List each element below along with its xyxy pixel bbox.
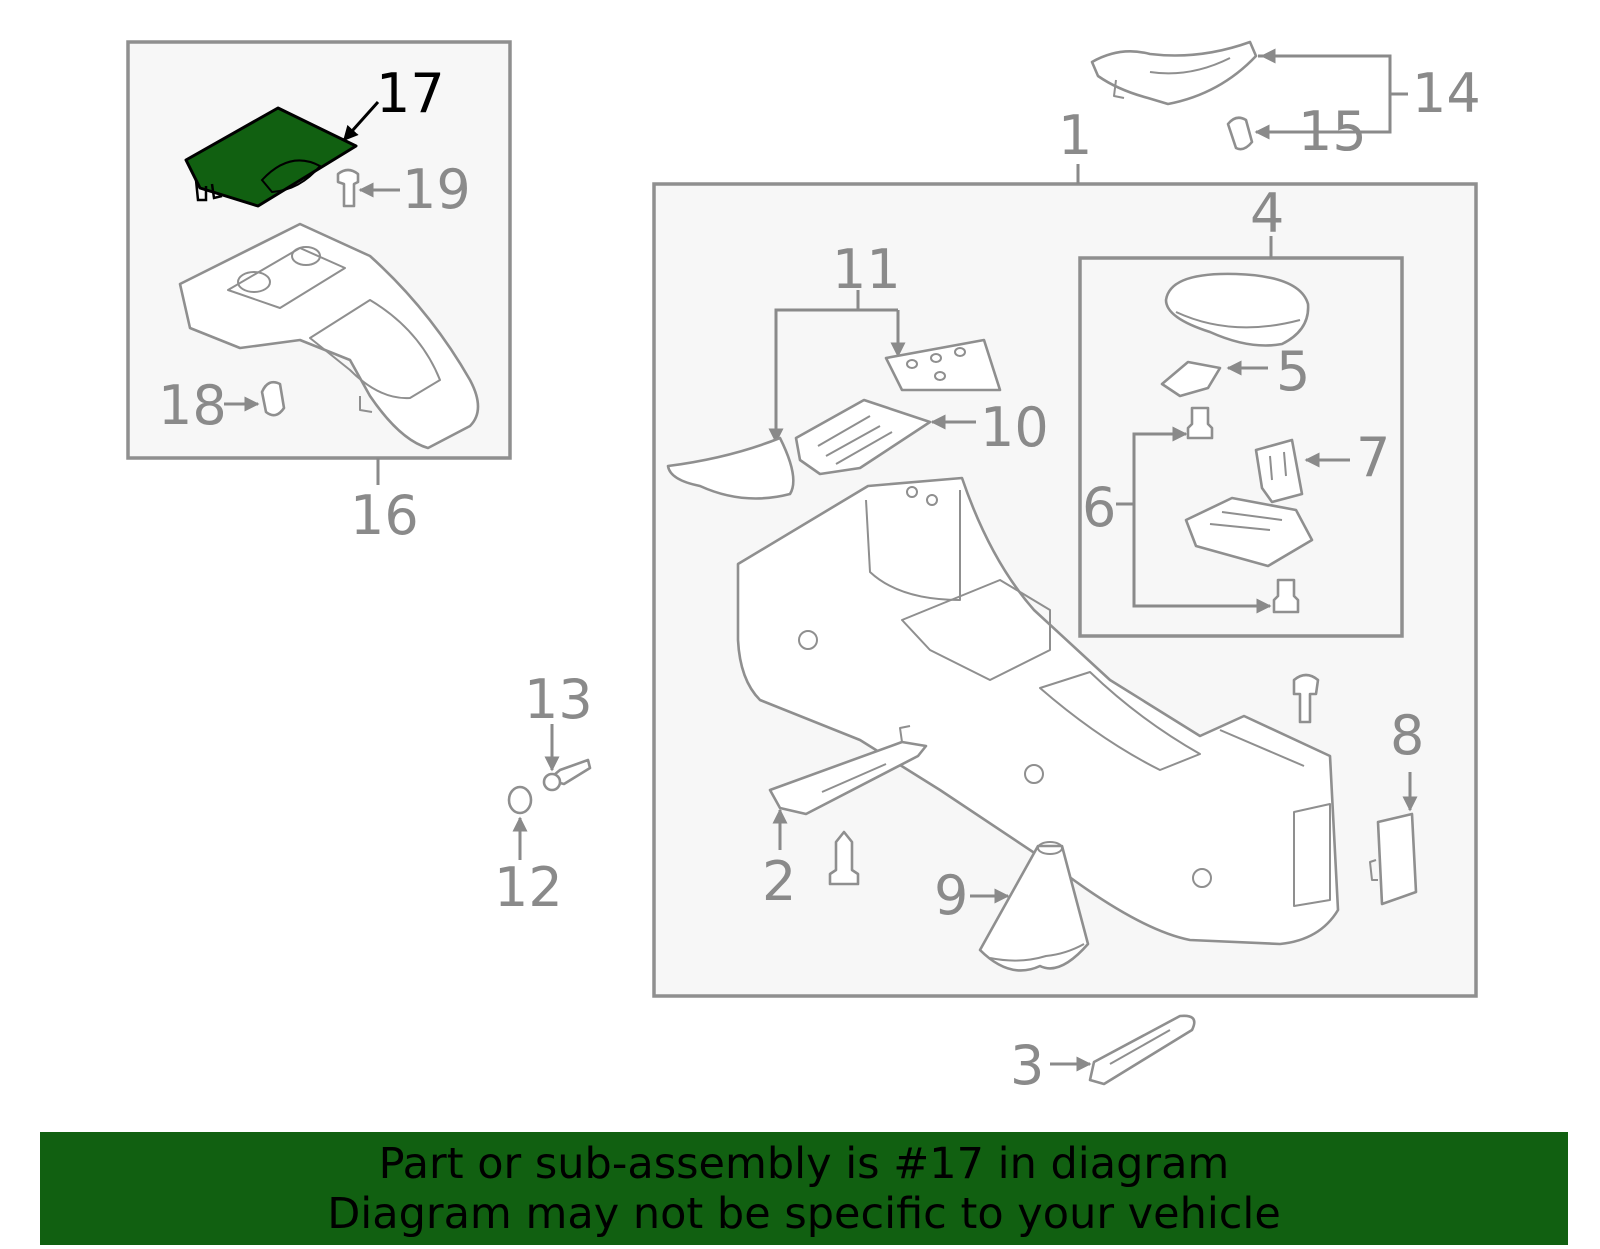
callout-8: 8 <box>1390 704 1424 767</box>
part-17-lid[interactable] <box>184 106 358 208</box>
part-13-screw[interactable] <box>542 758 592 792</box>
callout-2: 2 <box>762 850 796 913</box>
part-2-screw[interactable] <box>828 830 860 886</box>
part-15-clip[interactable] <box>1226 116 1254 151</box>
callout-12: 12 <box>494 856 563 919</box>
part-12-ring[interactable] <box>507 785 533 815</box>
callout-9: 9 <box>934 864 968 927</box>
callout-4: 4 <box>1250 182 1284 245</box>
banner-line-2: Diagram may not be specific to your vehi… <box>327 1188 1281 1239</box>
callout-16: 16 <box>350 484 419 547</box>
callout-3: 3 <box>1010 1034 1044 1097</box>
part-10-panel[interactable] <box>794 398 932 476</box>
part-1-console[interactable] <box>736 476 1340 946</box>
part-8-panel[interactable] <box>1369 812 1418 906</box>
info-banner: Part or sub-assembly is #17 in diagram D… <box>40 1132 1568 1245</box>
part-11-panel-lower[interactable] <box>666 436 795 500</box>
part-11-panel-upper[interactable] <box>884 338 1002 392</box>
part-19-screw[interactable] <box>336 168 360 208</box>
part-4-armrest-lid[interactable] <box>1164 272 1310 347</box>
part-14-trim[interactable] <box>1090 40 1258 106</box>
callout-18: 18 <box>158 374 227 437</box>
callout-10: 10 <box>980 396 1049 459</box>
banner-line-1: Part or sub-assembly is #17 in diagram <box>378 1138 1230 1189</box>
part-7-hinge[interactable] <box>1254 438 1304 504</box>
part-3-trim[interactable] <box>1088 1014 1196 1086</box>
part-6-screw-upper[interactable] <box>1186 406 1214 440</box>
callout-19: 19 <box>402 158 471 221</box>
part-6-screw-lower[interactable] <box>1272 578 1300 614</box>
callout-17: 17 <box>376 62 445 125</box>
part-2-bracket[interactable] <box>768 725 928 816</box>
part-6-plate[interactable] <box>1184 496 1314 568</box>
callout-6: 6 <box>1082 476 1116 539</box>
part-18-clip[interactable] <box>260 380 286 417</box>
part-5-latch[interactable] <box>1160 360 1222 398</box>
callout-14: 14 <box>1412 62 1481 125</box>
part-9-shift-boot[interactable] <box>978 841 1090 972</box>
callout-7: 7 <box>1356 426 1390 489</box>
callout-15: 15 <box>1298 100 1367 163</box>
part-1-bolt[interactable] <box>1292 673 1320 724</box>
part-16-console-upper[interactable] <box>178 222 480 450</box>
callout-11: 11 <box>832 238 901 301</box>
callout-13: 13 <box>524 668 593 731</box>
callout-1: 1 <box>1058 104 1092 167</box>
callout-5: 5 <box>1276 340 1310 403</box>
